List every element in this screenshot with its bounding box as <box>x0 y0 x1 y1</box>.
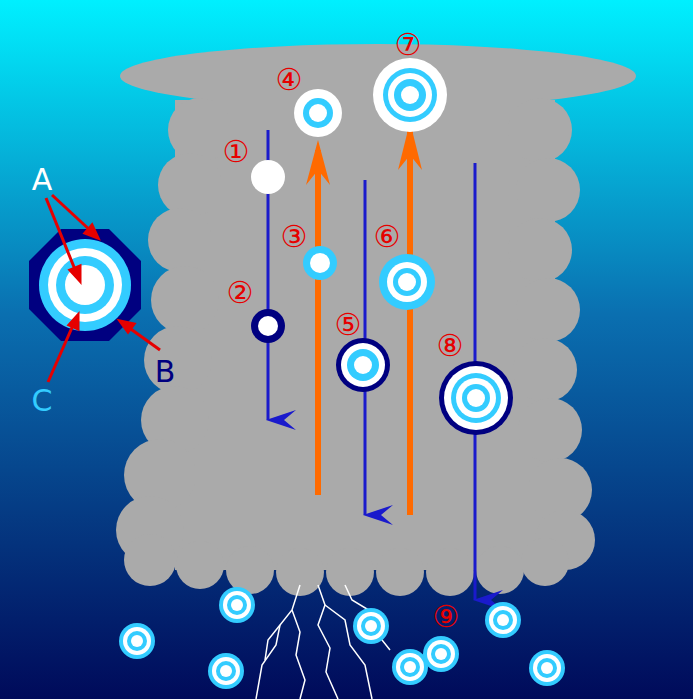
callout-number: ⑦ <box>395 30 422 60</box>
callout-number: ③ <box>281 222 308 252</box>
callout-number: ② <box>227 278 254 308</box>
lightning <box>256 585 390 699</box>
falling-hail <box>119 587 565 689</box>
layer-letter: A <box>32 165 53 195</box>
callout-number: ⑨ <box>433 602 460 632</box>
hailstone-cross-section <box>29 195 160 382</box>
air-currents <box>268 122 475 600</box>
callout-number: ① <box>223 137 250 167</box>
layer-letter: C <box>32 386 53 416</box>
callout-number: ⑧ <box>437 331 464 361</box>
callout-number: ⑥ <box>374 222 401 252</box>
hailstones <box>251 58 513 435</box>
callout-number: ⑤ <box>335 310 362 340</box>
callout-number: ④ <box>276 65 303 95</box>
thundercloud <box>116 44 636 596</box>
layer-letter: B <box>155 357 176 387</box>
